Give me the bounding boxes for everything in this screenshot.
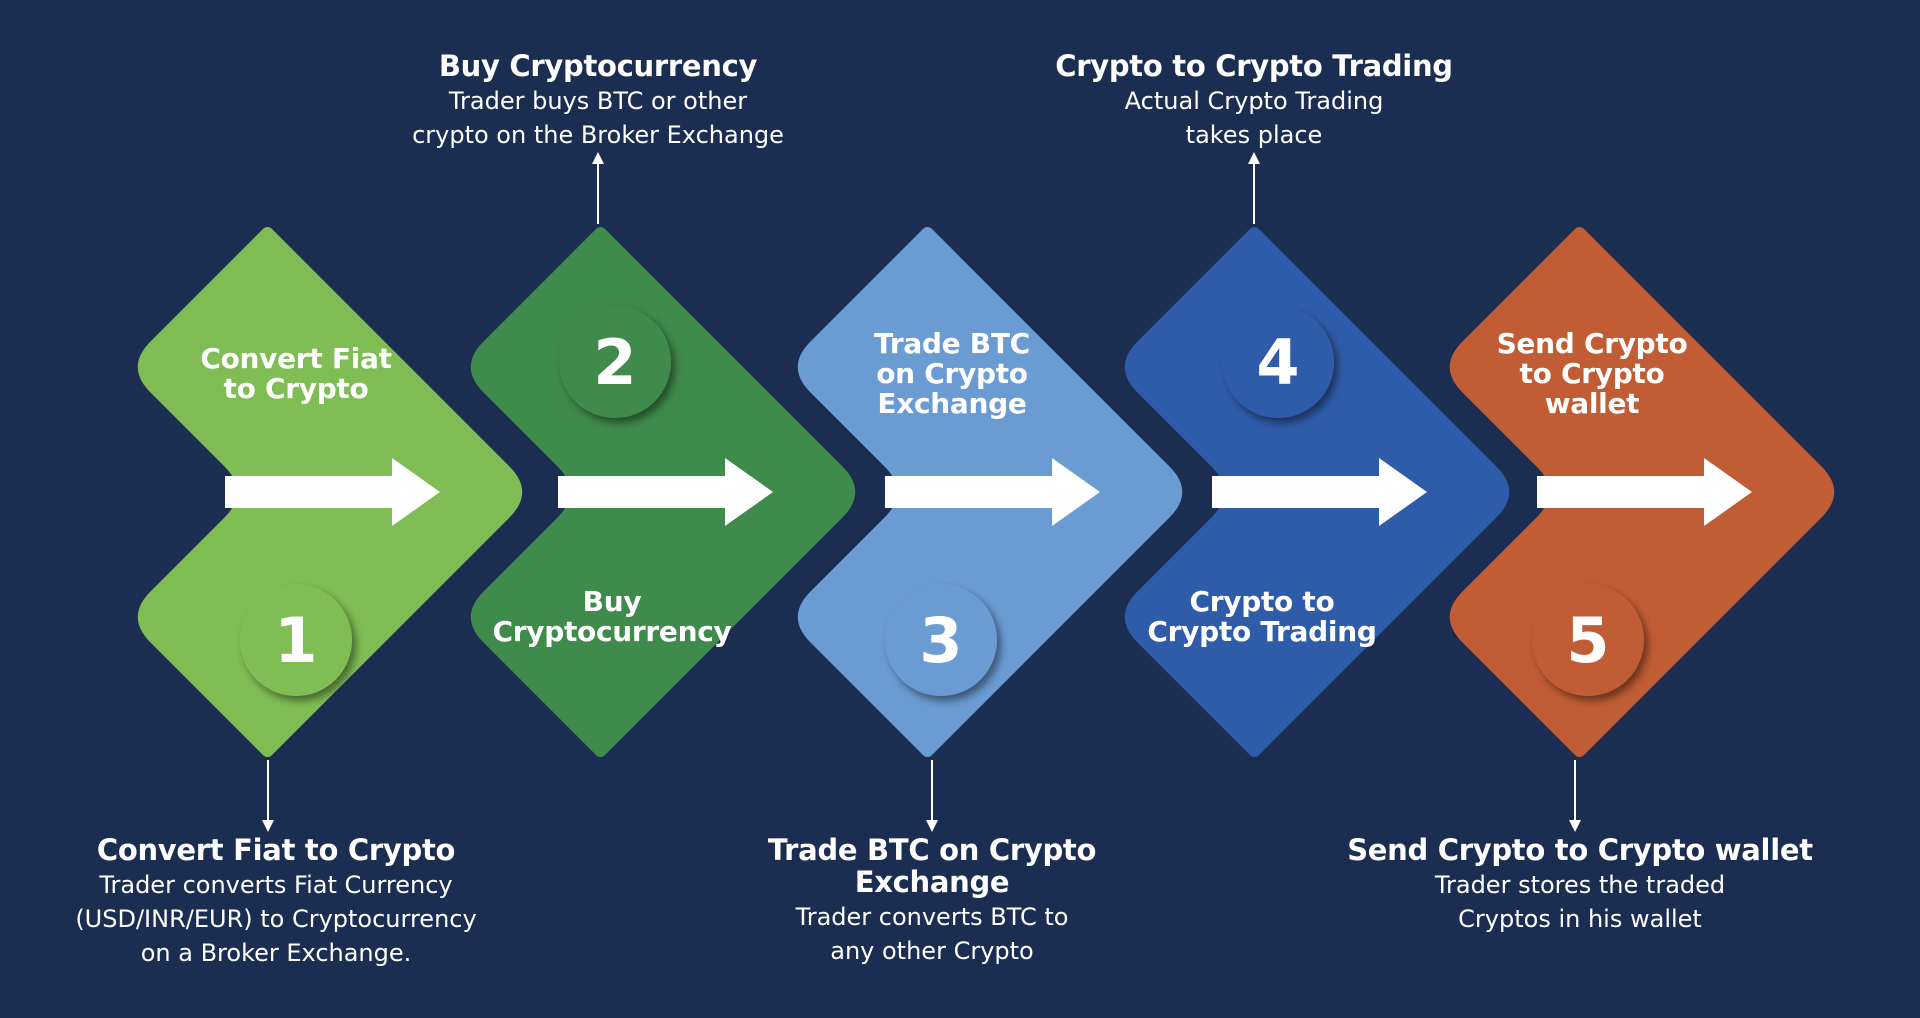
- step-circle-3: [885, 584, 997, 696]
- callout-step-2: Buy Cryptocurrency Trader buys BTC or ot…: [338, 50, 858, 152]
- right-arrow-icon: [225, 458, 440, 526]
- circle-group: [240, 306, 1644, 696]
- step-number-2: 2: [593, 325, 637, 399]
- step-number-4: 4: [1256, 325, 1300, 399]
- callout-step-3: Trade BTC on Crypto Exchange Trader conv…: [672, 834, 1192, 968]
- right-arrow-icon: [1537, 458, 1752, 526]
- callout-step-5: Send Crypto to Crypto wallet Trader stor…: [1320, 834, 1840, 936]
- callout-step-1: Convert Fiat to Crypto Trader converts F…: [16, 834, 536, 970]
- right-arrow-icon: [1212, 458, 1427, 526]
- step-circle-1: [240, 584, 352, 696]
- chevron-label-step-4: Crypto to Crypto Trading: [1147, 585, 1377, 648]
- callout-title: Send Crypto to Crypto wallet: [1347, 833, 1813, 867]
- step-number-3: 3: [919, 603, 963, 677]
- callout-description: Trader stores the traded Cryptos in his …: [1434, 871, 1726, 933]
- chevron-label-step-3: Trade BTC on Crypto Exchange: [874, 327, 1030, 420]
- callout-step-4: Crypto to Crypto Trading Actual Crypto T…: [994, 50, 1514, 152]
- callout-title: Buy Cryptocurrency: [438, 49, 758, 83]
- step-circle-4: [1222, 306, 1334, 418]
- callout-description: Trader converts Fiat Currency (USD/INR/E…: [75, 871, 477, 967]
- chevron-label-step-2: Buy Cryptocurrency: [492, 585, 732, 648]
- callout-description: Trader converts BTC to any other Crypto: [795, 903, 1069, 965]
- callout-description: Trader buys BTC or other crypto on the B…: [412, 87, 784, 149]
- right-arrow-icon: [558, 458, 773, 526]
- chevron-label-step-5: Send Crypto to Crypto wallet: [1496, 327, 1688, 420]
- step-circle-2: [559, 306, 671, 418]
- step-number-1: 1: [274, 603, 318, 677]
- arrow-group: [225, 458, 1752, 526]
- step-circle-5: [1532, 584, 1644, 696]
- step-number-5: 5: [1566, 603, 1610, 677]
- chevron-label-step-1: Convert Fiat to Crypto: [200, 342, 392, 405]
- callout-title: Trade BTC on Crypto Exchange: [767, 833, 1097, 899]
- callout-title: Convert Fiat to Crypto: [96, 833, 456, 867]
- right-arrow-icon: [885, 458, 1100, 526]
- connector-group: [262, 152, 1581, 832]
- callout-title: Crypto to Crypto Trading: [1055, 49, 1453, 83]
- callout-description: Actual Crypto Trading takes place: [1124, 87, 1384, 149]
